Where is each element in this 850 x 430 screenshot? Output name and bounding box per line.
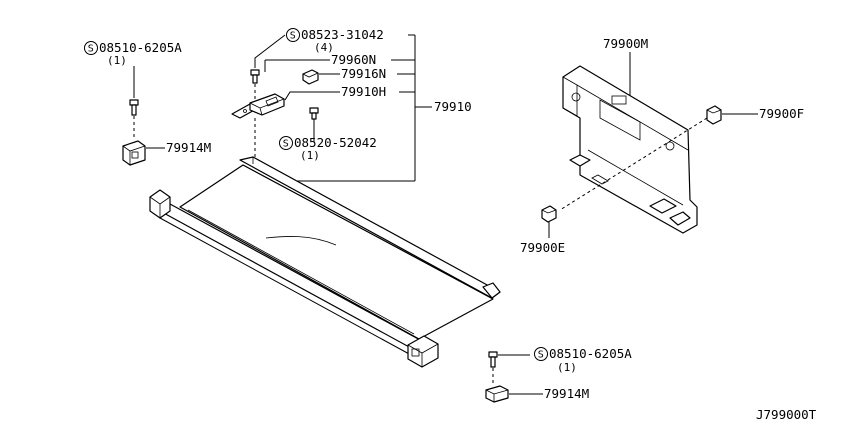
callout-clip-bottom: 79914M	[544, 386, 589, 401]
s-symbol-icon	[286, 28, 300, 42]
part-quantity: (4)	[314, 41, 334, 54]
diagram-code: J799000T	[756, 407, 817, 422]
callout-bracket-79960n: 79960N	[331, 52, 376, 67]
s-symbol: S	[88, 44, 94, 55]
callout-holder-79910h: 79910H	[341, 84, 386, 99]
part-quantity: (1)	[107, 54, 127, 67]
screw-icon	[129, 66, 139, 116]
part-number: 08510-6205A	[549, 346, 632, 361]
callout-screw-center: S 08520-52042 (1)	[279, 135, 377, 162]
callout-clip-79900e: 79900E	[520, 240, 565, 255]
clip-icon	[122, 140, 146, 166]
part-number: 79900E	[520, 240, 565, 255]
clip-icon	[485, 385, 509, 403]
callout-clip-79900f: 79900F	[759, 106, 804, 121]
part-number: 79914M	[166, 140, 211, 155]
s-symbol: S	[538, 350, 544, 361]
holder-icon	[249, 93, 285, 116]
clip-icon	[706, 105, 722, 125]
screw-icon	[309, 107, 319, 120]
s-symbol: S	[290, 31, 296, 42]
part-number: 79910	[434, 99, 472, 114]
callout-panel: 79900M	[603, 36, 648, 51]
clip-icon	[541, 205, 557, 223]
s-symbol-icon	[84, 41, 98, 55]
part-number: 08520-52042	[294, 135, 377, 150]
part-number: 79960N	[331, 52, 376, 67]
part-number: 79914M	[544, 386, 589, 401]
screw-icon	[250, 69, 260, 84]
part-number: 08510-6205A	[99, 40, 182, 55]
part-number: 79900F	[759, 106, 804, 121]
panel-icon	[562, 65, 698, 234]
callout-screw-top-left: S 08510-6205A (1)	[84, 40, 182, 67]
s-symbol-icon	[534, 347, 548, 361]
callout-clip-79916n: 79916N	[341, 66, 386, 81]
part-number: 08523-31042	[301, 27, 384, 42]
part-quantity: (1)	[300, 149, 320, 162]
screw-icon	[488, 351, 498, 368]
part-number: 79916N	[341, 66, 386, 81]
s-symbol-icon	[279, 136, 293, 150]
part-quantity: (1)	[557, 361, 577, 374]
callout-clip-top-left: 79914M	[166, 140, 211, 155]
part-number: 79900M	[603, 36, 648, 51]
s-symbol: S	[283, 139, 289, 150]
callout-screw-bottom: S 08510-6205A (1)	[534, 346, 632, 374]
tonneau-cover-icon	[149, 156, 501, 368]
part-number: 79910H	[341, 84, 386, 99]
callout-assembly: 79910	[434, 99, 472, 114]
clip-icon	[302, 69, 319, 85]
callout-screw-top-center: S 08523-31042 (4)	[286, 27, 384, 54]
